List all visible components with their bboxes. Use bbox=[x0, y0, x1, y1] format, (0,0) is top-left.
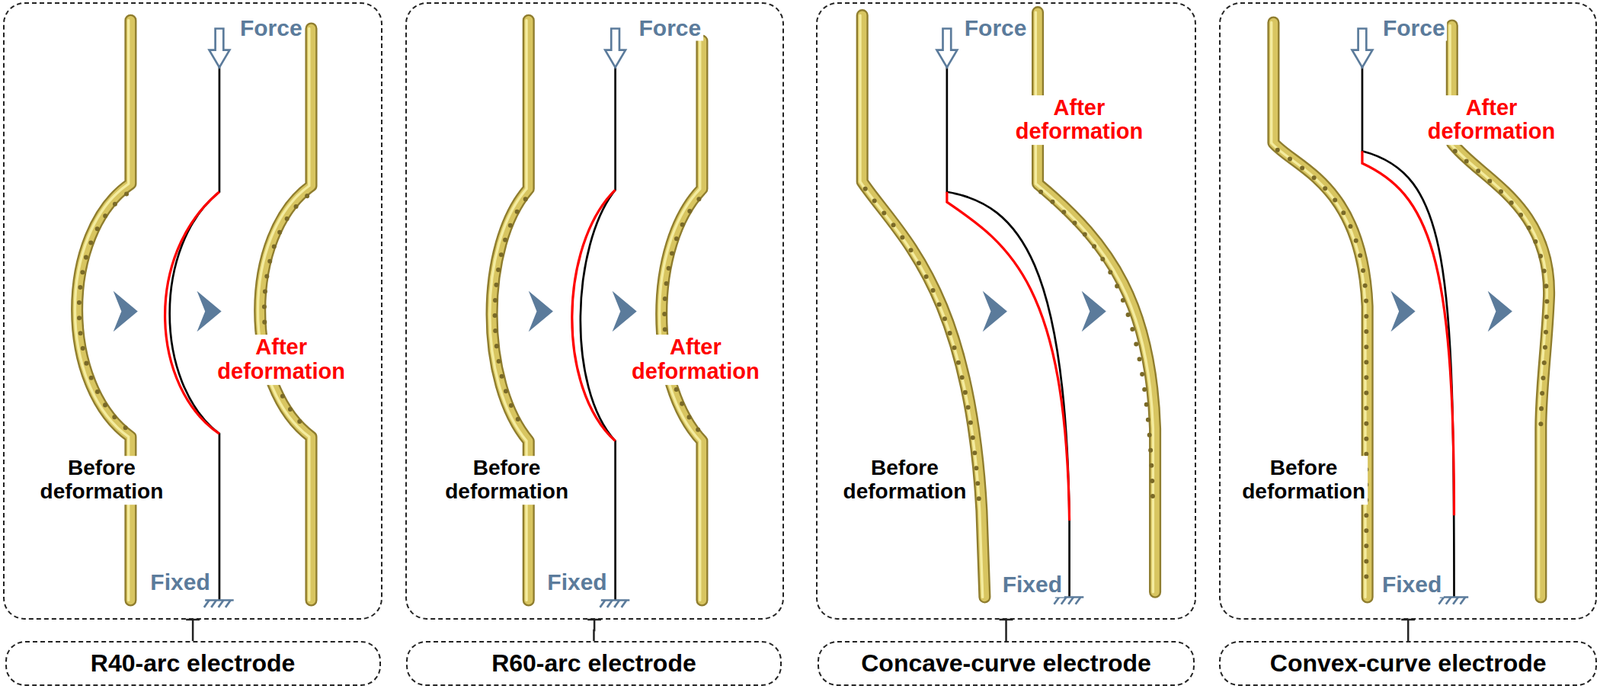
caption-text: Concave-curve electrode bbox=[860, 649, 1152, 678]
electrode-contacts bbox=[79, 150, 1548, 583]
panel-label: Force bbox=[962, 13, 1030, 41]
bracket-connector bbox=[587, 619, 602, 641]
panel-label: After deformation bbox=[1013, 95, 1146, 146]
chevron-arrow bbox=[113, 291, 1513, 333]
panel-label: Force bbox=[636, 13, 704, 41]
panel-label: After deformation bbox=[1425, 95, 1559, 146]
panel-label: Before deformation bbox=[841, 456, 970, 506]
figure-panel: ForceAfter deformationBefore deformation… bbox=[405, 2, 784, 620]
caption-pill: Concave-curve electrode bbox=[817, 640, 1196, 686]
panel-label: Fixed bbox=[544, 567, 609, 595]
fixed-support bbox=[204, 596, 1469, 607]
electrode bbox=[74, 12, 1549, 600]
force-arrow bbox=[209, 28, 1373, 68]
bracket-connector bbox=[1401, 619, 1415, 641]
panel-label: Force bbox=[1380, 13, 1448, 41]
panel-label: Force bbox=[237, 13, 305, 41]
figure-panel: ForceAfter deformationBefore deformation… bbox=[816, 2, 1196, 620]
panel-label: After deformation bbox=[214, 334, 348, 385]
deformation-curve bbox=[165, 66, 1455, 600]
bracket-connector bbox=[999, 619, 1014, 641]
panel-label: Fixed bbox=[1000, 569, 1065, 597]
figure-panel: ForceAfter deformationBefore deformation… bbox=[3, 2, 383, 620]
caption-text: Convex-curve electrode bbox=[1270, 649, 1547, 678]
bracket-connector bbox=[185, 619, 200, 641]
panel-label: Fixed bbox=[147, 567, 212, 595]
panel-label: After deformation bbox=[629, 334, 762, 385]
caption-text: R40-arc electrode bbox=[90, 649, 296, 678]
panel-label: Before deformation bbox=[442, 456, 571, 506]
caption-text: R60-arc electrode bbox=[491, 649, 697, 678]
panel-label: Before deformation bbox=[1239, 456, 1368, 506]
panel-label: Before deformation bbox=[38, 456, 167, 506]
caption-pill: R40-arc electrode bbox=[5, 640, 381, 686]
caption-pill: Convex-curve electrode bbox=[1219, 640, 1597, 686]
figure-panel: ForceAfter deformationBefore deformation… bbox=[1219, 2, 1597, 620]
caption-pill: R60-arc electrode bbox=[406, 640, 782, 686]
panel-label: Fixed bbox=[1379, 569, 1444, 597]
